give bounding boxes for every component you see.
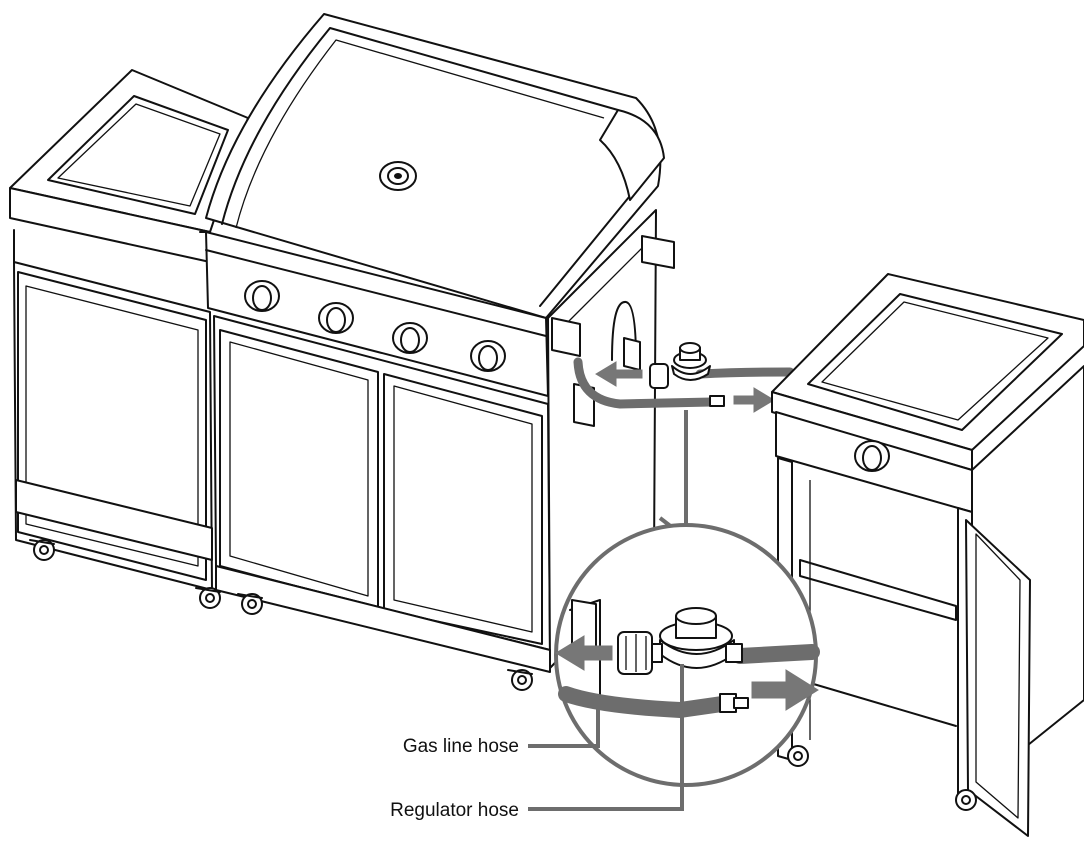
left-arrow-small-icon	[595, 361, 643, 387]
regulator-hose-leader	[528, 664, 684, 811]
gas-line-hose-leader	[528, 704, 600, 748]
caster-wheel	[237, 593, 263, 615]
right-arrow-small-icon	[733, 387, 775, 413]
zoom-detail	[554, 523, 820, 787]
right-arrow-large-icon	[751, 669, 819, 711]
gas-line-hose-label: Gas line hose	[403, 736, 519, 757]
control-knob	[244, 280, 280, 312]
control-knob	[318, 302, 354, 334]
caster-wheel	[195, 587, 221, 609]
caster-wheel	[955, 789, 977, 811]
control-knob	[392, 322, 428, 354]
regulator-hose-label: Regulator hose	[390, 800, 519, 821]
caster-wheel	[787, 745, 809, 767]
left-side-cabinet	[9, 69, 249, 609]
caster-wheel	[507, 669, 533, 691]
thermometer-gauge	[379, 161, 417, 191]
control-knob	[470, 340, 506, 372]
left-arrow-large-icon	[555, 635, 613, 671]
caster-wheel	[29, 539, 55, 561]
side-burner-cabinet	[771, 273, 1084, 837]
regulator-assembly-small	[573, 342, 795, 413]
side-burner-knob	[854, 440, 890, 472]
